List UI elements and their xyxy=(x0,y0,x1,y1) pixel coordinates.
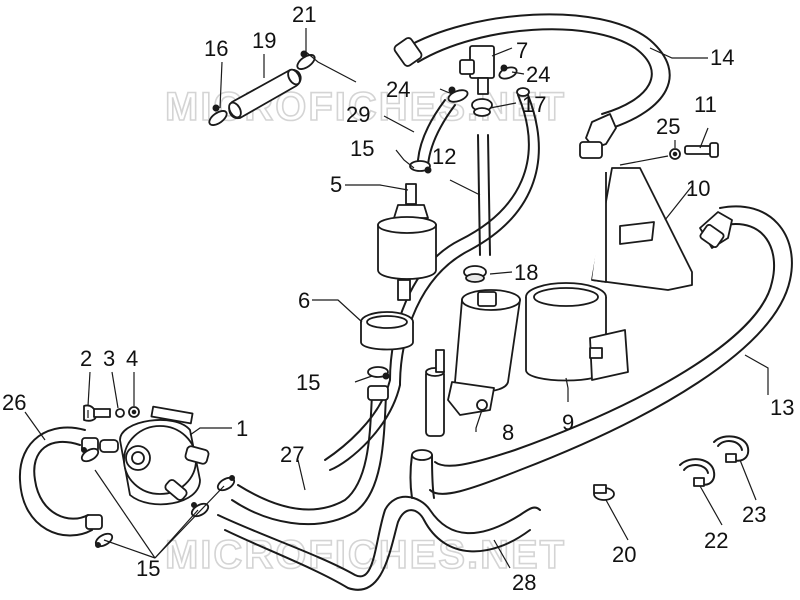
callout-20: 20 xyxy=(612,542,636,567)
part-19-hose xyxy=(228,68,302,120)
clamp-22 xyxy=(679,458,716,487)
callout-29: 29 xyxy=(346,102,370,127)
callout-27: 27 xyxy=(280,442,304,467)
callout-1: 1 xyxy=(236,416,248,441)
callout-19: 19 xyxy=(252,28,276,53)
callout-12: 12 xyxy=(432,144,456,169)
callout-8: 8 xyxy=(502,420,514,445)
callout-10: 10 xyxy=(686,176,710,201)
callout-18: 18 xyxy=(514,260,538,285)
callout-3: 3 xyxy=(103,346,115,371)
callout-28: 28 xyxy=(512,570,536,595)
t-fitting-7 xyxy=(459,45,495,95)
fuel-pump-8 xyxy=(425,289,521,437)
hose-26 xyxy=(18,426,103,537)
washer-4 xyxy=(128,406,140,418)
callout-16: 16 xyxy=(204,36,228,61)
fuel-filter-5 xyxy=(377,183,437,301)
hose-29 xyxy=(417,99,456,166)
clamp-24-left xyxy=(447,86,469,103)
hose-28 xyxy=(217,449,541,591)
clamp-17 xyxy=(471,98,493,117)
elbow-fitting-14 xyxy=(585,113,617,149)
washer-25 xyxy=(669,148,681,160)
clamp-23 xyxy=(713,435,750,463)
callout-15-middle: 15 xyxy=(296,370,320,395)
callout-26: 26 xyxy=(2,390,26,415)
bracket-10 xyxy=(591,167,693,291)
watermark-bottom: MICROFICHES.NET xyxy=(165,533,566,577)
callout-11: 11 xyxy=(694,92,717,117)
clamp-15-lower-4 xyxy=(216,475,236,492)
callout-22: 22 xyxy=(704,528,728,553)
sleeve-9 xyxy=(525,282,629,382)
leader-lines xyxy=(24,28,769,569)
washer-3 xyxy=(115,408,125,418)
callout-9: 9 xyxy=(562,410,574,435)
callout-2: 2 xyxy=(80,346,92,371)
clamp-21 xyxy=(296,50,316,70)
clamp-15-upper xyxy=(409,160,432,174)
elbow-fitting-14-end xyxy=(579,141,603,159)
bracket-6 xyxy=(360,311,414,351)
callout-13: 13 xyxy=(770,395,794,420)
callout-7: 7 xyxy=(516,38,528,63)
callout-5: 5 xyxy=(330,172,342,197)
screw-2 xyxy=(83,404,111,422)
callout-25: 25 xyxy=(656,114,680,139)
callout-15-lower: 15 xyxy=(136,556,160,581)
callout-24-left: 24 xyxy=(386,77,410,102)
clamp-24-right xyxy=(498,64,518,80)
callout-4: 4 xyxy=(126,346,138,371)
bolt-11 xyxy=(619,142,719,166)
valve-body-1 xyxy=(99,405,210,506)
hose-14 xyxy=(393,13,671,159)
callout-6: 6 xyxy=(298,288,310,313)
callout-14: 14 xyxy=(710,45,734,70)
callout-24-right: 24 xyxy=(526,62,550,87)
clamp-18 xyxy=(463,265,487,283)
clamp-15-middle xyxy=(367,366,390,380)
clamp-20 xyxy=(593,484,615,501)
hose-13 xyxy=(429,205,793,495)
callouts: 1 2 3 4 5 6 7 8 9 10 11 12 13 14 15 15 1… xyxy=(2,2,794,595)
elbow-fitting-13-end xyxy=(699,223,725,249)
callout-23: 23 xyxy=(742,502,766,527)
callout-21: 21 xyxy=(292,2,316,27)
hose-27 xyxy=(231,385,389,525)
callout-17: 17 xyxy=(522,92,546,117)
clamp-16 xyxy=(208,104,228,126)
hose-return xyxy=(324,87,540,471)
clamp-15-lower-1 xyxy=(80,447,100,463)
callout-15-upper: 15 xyxy=(350,136,374,161)
hose-14-end xyxy=(393,37,423,67)
